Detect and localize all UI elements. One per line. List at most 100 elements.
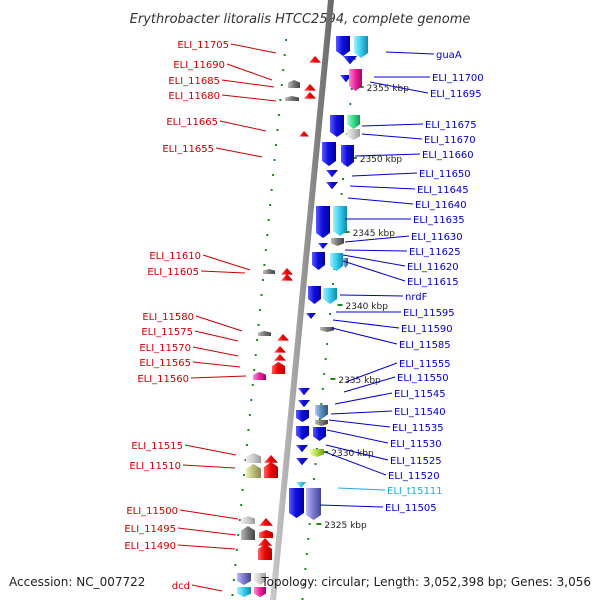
gene-label-forward: nrdF bbox=[405, 292, 428, 303]
label-leader-line bbox=[177, 527, 237, 536]
gene-label-forward: ELI_11615 bbox=[407, 277, 459, 288]
label-leader-line bbox=[347, 197, 414, 205]
map-title: Erythrobacter litoralis HTCC2594, comple… bbox=[130, 12, 471, 27]
gene-label-forward: ELI_11670 bbox=[424, 135, 476, 146]
reverse-strand-features bbox=[241, 56, 321, 560]
label-leader-line bbox=[195, 315, 243, 332]
label-leader-line bbox=[345, 362, 398, 383]
gene-arrow-forward bbox=[354, 36, 368, 58]
gene-label-forward: ELI_11520 bbox=[388, 471, 440, 482]
gene-label-forward: ELI_11550 bbox=[397, 373, 449, 384]
gene-label-reverse: ELI_11605 bbox=[147, 267, 199, 278]
label-leader-line bbox=[184, 444, 237, 456]
gene-arrow-forward bbox=[320, 327, 334, 332]
gene-arrow-reverse bbox=[277, 334, 289, 341]
gene-label-reverse: ELI_11495 bbox=[124, 524, 176, 535]
gene-label-forward: ELI_11585 bbox=[399, 340, 451, 351]
label-leader-line bbox=[192, 346, 239, 357]
label-leader-line bbox=[192, 361, 241, 368]
gene-arrow-forward bbox=[330, 253, 343, 271]
gene-arrow-reverse bbox=[274, 346, 286, 353]
genome-summary: Topology: circular; Length: 3,052,398 bp… bbox=[260, 575, 591, 589]
gene-label-forward: ELI_11530 bbox=[390, 439, 442, 450]
gene-arrow-forward bbox=[347, 129, 360, 140]
ruler-label: 2355 kbp bbox=[367, 84, 410, 94]
gene-arrow-forward bbox=[313, 427, 326, 441]
gene-arrow-reverse bbox=[264, 462, 278, 478]
gene-arrow-forward bbox=[347, 115, 360, 129]
gene-arrow-forward bbox=[318, 243, 328, 249]
gene-arrow-forward bbox=[331, 238, 344, 246]
gene-arrow-forward bbox=[343, 258, 348, 268]
gene-arrow-forward bbox=[296, 445, 308, 453]
accession-label: Accession: NC_007722 bbox=[9, 575, 145, 589]
gene-label-forward: ELI_11535 bbox=[392, 423, 444, 434]
gene-label-forward: ELI_11525 bbox=[390, 456, 442, 467]
gene-label-reverse: ELI_11705 bbox=[177, 40, 229, 51]
gene-label-reverse: ELI_11565 bbox=[139, 358, 191, 369]
gene-arrow-forward bbox=[237, 587, 251, 597]
gene-arrow-reverse bbox=[299, 131, 309, 137]
label-leader-line bbox=[349, 185, 416, 190]
gene-label-reverse: ELI_11575 bbox=[141, 327, 193, 338]
gene-label-forward: ELI_11545 bbox=[394, 389, 446, 400]
gene-arrow-reverse bbox=[258, 331, 271, 336]
gene-arrow-reverse bbox=[304, 84, 316, 91]
label-leader-line bbox=[344, 235, 410, 243]
gene-arrow-forward bbox=[316, 206, 330, 238]
gene-label-forward: ELI_11630 bbox=[411, 232, 463, 243]
ruler-label: 2350 kbp bbox=[360, 155, 403, 165]
label-leader-line bbox=[221, 94, 277, 102]
gene-arrow-forward bbox=[296, 482, 306, 488]
gene-arrow-forward bbox=[237, 573, 251, 585]
gene-label-forward: ELI_11540 bbox=[394, 407, 446, 418]
gene-label-forward: ELI_11620 bbox=[407, 262, 459, 273]
gene-arrow-forward bbox=[296, 426, 309, 440]
gene-label-reverse: dcd bbox=[172, 581, 190, 592]
label-leader-line bbox=[351, 172, 418, 177]
ruler-label: 2325 kbp bbox=[324, 521, 367, 531]
gene-label-reverse: ELI_11580 bbox=[142, 312, 194, 323]
label-leader-line bbox=[330, 410, 393, 415]
label-leader-line bbox=[343, 376, 396, 393]
gene-label-reverse: ELI_11690 bbox=[173, 60, 225, 71]
gene-label-forward: ELI_11590 bbox=[401, 324, 453, 335]
label-leader-line bbox=[361, 133, 423, 140]
gene-arrow-forward bbox=[315, 420, 328, 426]
gene-label-forward: ELI_11695 bbox=[430, 89, 482, 100]
label-leader-line bbox=[182, 464, 236, 469]
gene-arrow-reverse bbox=[259, 518, 273, 526]
gene-label-forward: ELI_t15111 bbox=[387, 486, 443, 497]
label-leader-line bbox=[369, 81, 429, 94]
label-leader-line bbox=[194, 330, 239, 342]
gene-arrow-reverse bbox=[258, 544, 272, 560]
gene-arrow-reverse bbox=[241, 526, 255, 540]
gene-label-forward: ELI_11505 bbox=[385, 503, 437, 514]
label-leader-line bbox=[334, 392, 393, 405]
gene-label-reverse: ELI_11655 bbox=[162, 144, 214, 155]
gene-arrow-reverse bbox=[264, 455, 278, 463]
gene-label-reverse: ELI_11680 bbox=[168, 91, 220, 102]
tick-track-reverse bbox=[231, 39, 288, 596]
gene-arrow-reverse bbox=[309, 56, 321, 63]
label-leader-line bbox=[179, 509, 239, 520]
gene-label-forward: ELI_11555 bbox=[399, 359, 451, 370]
label-leader-line bbox=[339, 294, 404, 297]
gene-label-forward: ELI_11640 bbox=[415, 200, 467, 211]
label-leader-line bbox=[337, 487, 386, 491]
gene-label-forward: ELI_11660 bbox=[422, 150, 474, 161]
label-leader-line bbox=[230, 43, 277, 54]
gene-arrow-forward bbox=[349, 69, 362, 91]
gene-arrow-forward bbox=[333, 206, 347, 236]
ruler-label: 2330 kbp bbox=[331, 449, 374, 459]
label-leader-line bbox=[332, 319, 400, 329]
gene-label-forward: ELI_11650 bbox=[419, 169, 471, 180]
gene-arrow-forward bbox=[336, 36, 350, 56]
label-leader-line bbox=[325, 444, 389, 461]
gene-arrow-forward bbox=[289, 488, 304, 518]
gene-arrow-reverse bbox=[281, 268, 293, 275]
label-leader-line bbox=[385, 51, 435, 55]
label-leader-line bbox=[190, 375, 247, 379]
gene-arrow-forward bbox=[254, 573, 266, 585]
gene-label-reverse: ELI_11510 bbox=[129, 461, 181, 472]
